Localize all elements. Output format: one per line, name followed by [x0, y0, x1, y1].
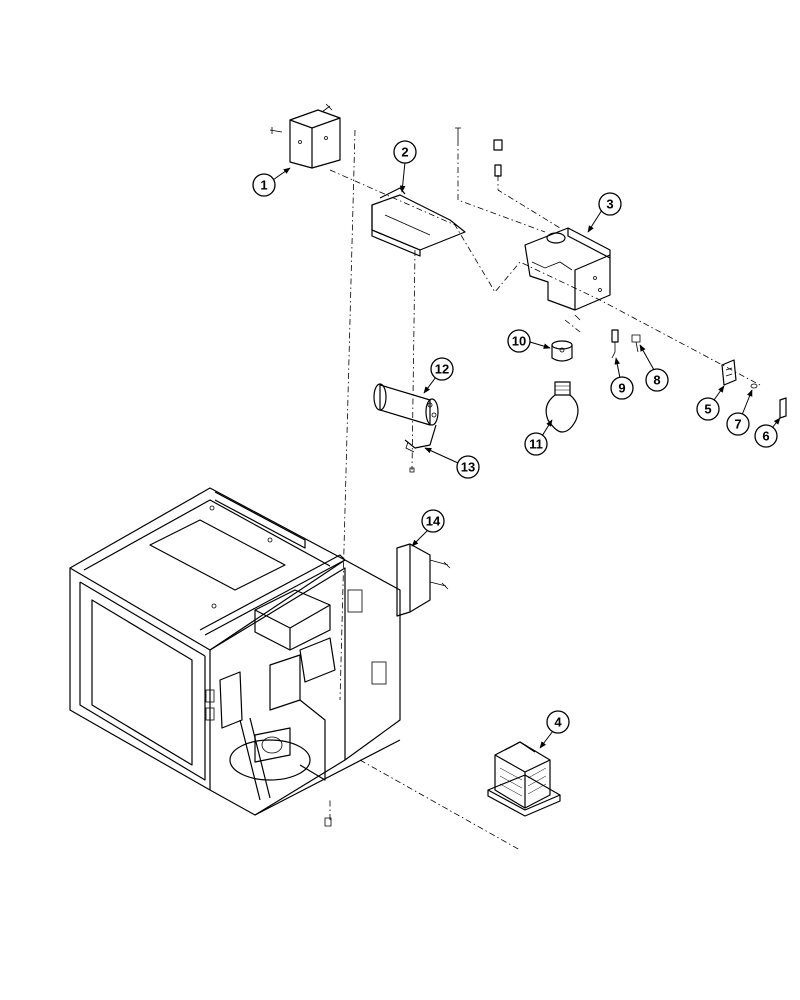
svg-text:6: 6 [762, 429, 769, 444]
part-6-clip [779, 397, 787, 419]
part-3-lamp-housing [455, 127, 611, 321]
part-9-terminal [611, 329, 619, 359]
svg-text:9: 9 [618, 381, 625, 396]
callout-5: 5 [696, 385, 725, 421]
part-12-capacitor [373, 383, 439, 426]
part-7-washer [750, 383, 758, 389]
part-5-switch [721, 359, 737, 386]
svg-text:3: 3 [606, 197, 613, 212]
svg-text:13: 13 [461, 460, 475, 475]
svg-text:1: 1 [260, 178, 267, 193]
callout-2: 2 [393, 140, 417, 193]
callout-6: 6 [754, 417, 781, 448]
part-1-bracket [269, 103, 341, 169]
svg-text:10: 10 [512, 334, 526, 349]
callout-14: 14 [411, 509, 445, 547]
part-14-bracket [396, 543, 451, 617]
part-2-shelf-plate [371, 187, 466, 257]
callout-4: 4 [539, 710, 570, 749]
part-11-light-bulb [545, 381, 579, 433]
svg-text:7: 7 [734, 417, 741, 432]
callout-8: 8 [639, 344, 669, 392]
callout-3: 3 [587, 192, 622, 233]
oven-chassis [69, 487, 401, 827]
svg-text:5: 5 [704, 402, 711, 417]
part-4-transformer [487, 741, 561, 817]
part-13-strap [404, 424, 437, 473]
svg-text:11: 11 [529, 437, 543, 452]
svg-text:8: 8 [653, 373, 660, 388]
svg-text:4: 4 [554, 715, 562, 730]
callout-11: 11 [524, 419, 553, 456]
part-10-lamp-socket [551, 340, 573, 362]
callout-13: 13 [424, 447, 480, 479]
callout-10: 10 [507, 329, 551, 353]
callout-7: 7 [726, 389, 753, 436]
part-8-screw [631, 334, 641, 353]
svg-text:2: 2 [401, 145, 408, 160]
callout-1: 1 [252, 167, 291, 197]
svg-text:14: 14 [426, 514, 441, 529]
callout-12: 12 [423, 357, 454, 394]
alignment-lines [329, 129, 761, 851]
svg-text:12: 12 [435, 362, 449, 377]
callout-9: 9 [610, 357, 634, 400]
